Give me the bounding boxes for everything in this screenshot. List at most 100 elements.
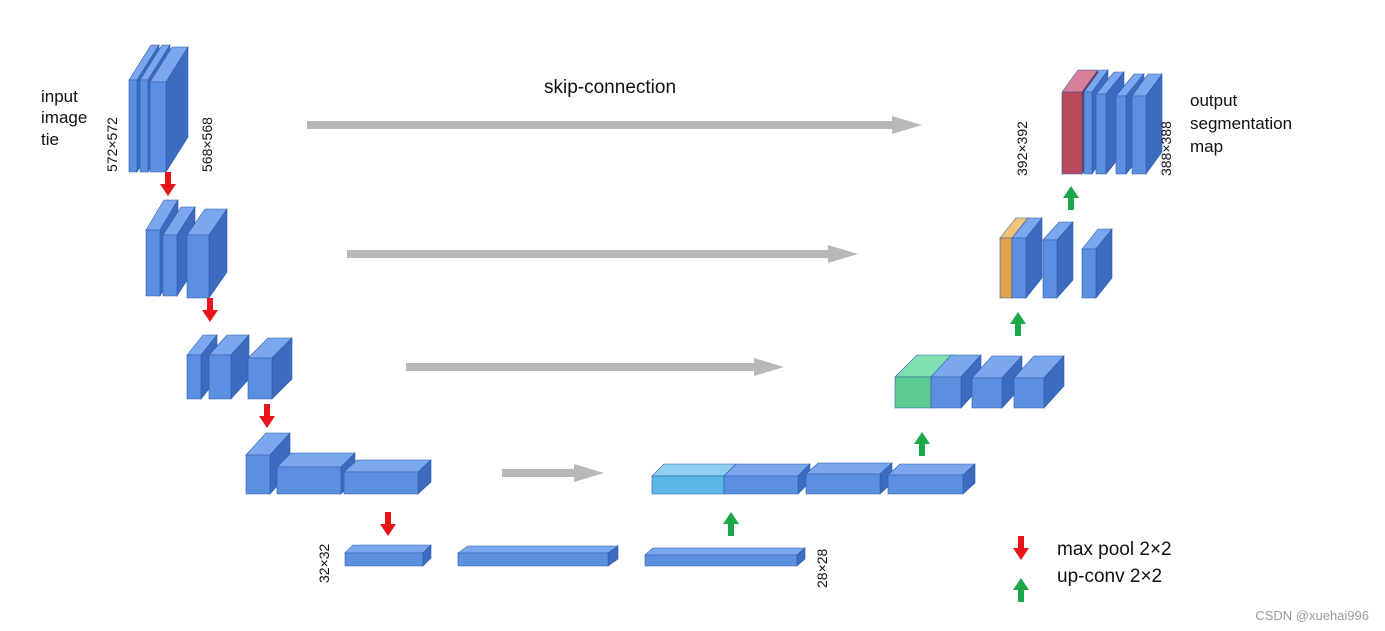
dec4-block-2-front xyxy=(805,473,881,495)
dec1-block-4-front xyxy=(1131,95,1147,175)
bottleneck-block-3 xyxy=(644,547,806,567)
dec2-block-1-front xyxy=(1011,237,1027,299)
pool-arrow-1-shape xyxy=(160,172,176,196)
enc4-block-3-top xyxy=(343,459,432,473)
dim-572-label: 572×572 xyxy=(104,117,120,172)
skip-arrow-1-head xyxy=(892,116,922,134)
input-label-line3: tie xyxy=(41,130,59,149)
dec1-block-4 xyxy=(1131,73,1163,175)
bottleneck-block-2 xyxy=(457,545,619,567)
enc3-block-3 xyxy=(247,337,293,400)
output-label-line2: segmentation xyxy=(1190,114,1293,133)
skip-arrow-3-shaft xyxy=(406,363,754,371)
enc4-block-3-front xyxy=(343,471,419,495)
dec4-block-3-top xyxy=(887,463,976,476)
dec1-block-3-front xyxy=(1115,95,1127,175)
enc4-block-2 xyxy=(276,452,356,495)
enc2-block-3 xyxy=(186,208,228,299)
enc3-block-3-front xyxy=(247,357,273,400)
dec2-block-3 xyxy=(1081,228,1113,299)
dec4-copy-block xyxy=(651,463,737,495)
dec2-block-2-front xyxy=(1042,239,1058,299)
dec4-block-2 xyxy=(805,462,893,495)
dec2-block-2 xyxy=(1042,221,1074,299)
skip-arrow-4-head xyxy=(574,464,604,482)
dec1-block-2-front xyxy=(1095,93,1107,175)
dec4-block-1 xyxy=(723,463,811,495)
skip-arrow-4 xyxy=(502,464,604,482)
pool-arrow-2-shape xyxy=(202,298,218,322)
upconv-arrow-4-shape xyxy=(1063,186,1079,210)
skip-arrow-3 xyxy=(406,358,784,376)
dim-388-label: 388×388 xyxy=(1158,121,1174,176)
enc1-block-2-front xyxy=(139,79,149,173)
upconv-arrow-4 xyxy=(1063,186,1079,210)
legend-pool-arrow xyxy=(1013,536,1029,560)
skip-arrow-2-head xyxy=(828,245,858,263)
enc1-block-3-front xyxy=(149,81,167,173)
dec2-copy-block-front xyxy=(999,237,1013,299)
enc1-block-1-front xyxy=(128,79,138,173)
dec4-block-3-front xyxy=(887,474,964,495)
upconv-arrow-2 xyxy=(914,432,930,456)
pool-arrow-4 xyxy=(380,512,396,536)
enc4-block-3 xyxy=(343,459,432,495)
bottleneck-block-1-top xyxy=(344,544,432,554)
dec3-block-2-front xyxy=(971,377,1003,409)
dec3-block-3 xyxy=(1013,355,1065,409)
enc2-block-2-front xyxy=(162,234,178,297)
enc2-block-1-front xyxy=(145,229,161,297)
output-segmentation-block-front xyxy=(1061,91,1083,175)
enc4-block-1 xyxy=(245,432,291,495)
dim-28-label: 28×28 xyxy=(814,548,830,588)
enc3-block-1-front xyxy=(186,354,202,400)
dec3-block-3-front xyxy=(1013,377,1045,409)
skip-arrow-2-shaft xyxy=(347,250,828,258)
upconv-arrow-3 xyxy=(1010,312,1026,336)
upconv-arrow-1 xyxy=(723,512,739,536)
dec3-block-1-front xyxy=(930,376,962,409)
arrows xyxy=(160,116,1079,602)
bottleneck-block-1-front xyxy=(344,552,424,567)
pool-arrow-2 xyxy=(202,298,218,322)
legend-up-conv-label: up-conv 2×2 xyxy=(1057,566,1163,587)
bottleneck-block-2-top xyxy=(457,545,619,554)
skip-arrow-1-shaft xyxy=(307,121,892,129)
dec3-block-1 xyxy=(930,354,982,409)
skip-arrow-3-head xyxy=(754,358,784,376)
dec1-block-1-front xyxy=(1083,91,1093,175)
dec4-copy-block-top xyxy=(651,463,737,477)
dec3-copy-block-front xyxy=(894,376,932,409)
legend-upconv-arrow xyxy=(1013,578,1029,602)
dec3-block-2 xyxy=(971,355,1023,409)
dec4-block-1-front xyxy=(723,475,799,495)
pool-arrow-3-shape xyxy=(259,404,275,428)
dec4-block-2-top xyxy=(805,462,893,475)
enc4-block-2-front xyxy=(276,466,342,495)
bottleneck-block-1 xyxy=(344,544,432,567)
legend-max-pool-label: max pool 2×2 xyxy=(1057,539,1172,560)
output-label-line3: map xyxy=(1190,137,1224,156)
skip-arrow-1 xyxy=(307,116,922,134)
watermark: CSDN @xuehai996 xyxy=(1255,608,1369,623)
pool-arrow-4-shape xyxy=(380,512,396,536)
input-label-line2: image xyxy=(41,108,88,127)
input-label-line1: input xyxy=(41,87,78,106)
dim-392-label: 392×392 xyxy=(1014,121,1030,176)
bottleneck-block-2-front xyxy=(457,552,609,567)
pool-arrow-1 xyxy=(160,172,176,196)
skip-arrow-4-shaft xyxy=(502,469,574,477)
upconv-arrow-3-shape xyxy=(1010,312,1026,336)
dim-32-label: 32×32 xyxy=(316,543,332,583)
bottleneck-block-3-top xyxy=(644,547,806,556)
dec4-block-3 xyxy=(887,463,976,495)
legend-pool-arrow-shape xyxy=(1013,536,1029,560)
dim-568-label: 568×568 xyxy=(199,117,215,172)
dec4-copy-block-front xyxy=(651,475,725,495)
dec2-block-3-front xyxy=(1081,248,1097,299)
enc4-block-1-front xyxy=(245,454,271,495)
skip-arrow-2 xyxy=(347,245,858,263)
enc1-block-3 xyxy=(149,45,189,174)
enc3-block-2 xyxy=(208,334,250,400)
